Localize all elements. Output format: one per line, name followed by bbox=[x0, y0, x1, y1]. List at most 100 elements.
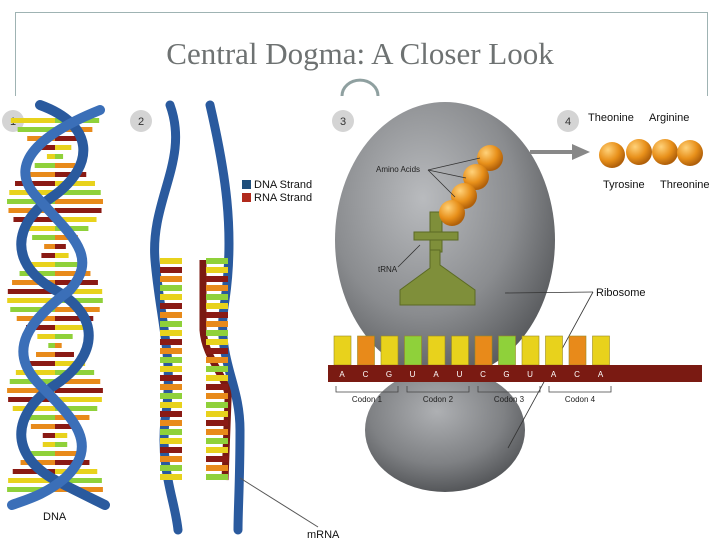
rna-base bbox=[206, 330, 228, 336]
base-pair-half bbox=[7, 487, 55, 492]
legend-swatch-dna bbox=[242, 180, 251, 189]
rna-base bbox=[206, 366, 228, 372]
amino-acid-name-threonine: Threonine bbox=[660, 179, 710, 191]
rna-base bbox=[206, 375, 228, 381]
frame-right-line bbox=[707, 12, 708, 96]
amino-acid-name-theonine: Theonine bbox=[588, 112, 634, 124]
dna-template-base bbox=[160, 456, 182, 462]
base-pair-half bbox=[42, 433, 55, 438]
panel-number-4: 4 bbox=[565, 116, 571, 128]
mrna-base-letter: U bbox=[527, 370, 533, 379]
amino-acids-pointer-lines bbox=[427, 157, 481, 198]
dna-template-base bbox=[160, 357, 182, 363]
rna-base bbox=[206, 303, 228, 309]
base-pair-half bbox=[26, 325, 55, 330]
rna-base bbox=[206, 447, 228, 453]
trna-pointer-line bbox=[397, 244, 421, 268]
codon-bracket bbox=[406, 386, 470, 393]
dna-template-base bbox=[160, 312, 182, 318]
strand-legend: DNA Strand RNA Strand bbox=[242, 179, 312, 204]
rna-base bbox=[206, 357, 228, 363]
base-pair-half bbox=[55, 406, 98, 411]
base-pair-half bbox=[55, 478, 102, 483]
base-pair-half bbox=[12, 469, 55, 474]
legend-label-rna: RNA Strand bbox=[254, 192, 312, 204]
dna-template-base bbox=[160, 384, 182, 390]
rna-base bbox=[206, 456, 228, 462]
panel-badge-2: 2 bbox=[130, 110, 152, 132]
codon-base-stick bbox=[474, 335, 493, 366]
rna-base bbox=[206, 411, 228, 417]
base-pair-half bbox=[55, 154, 64, 159]
transcription-bases bbox=[160, 258, 228, 480]
rna-base bbox=[206, 474, 228, 480]
base-pair-half bbox=[34, 163, 55, 168]
base-pair-half bbox=[7, 298, 55, 303]
dna-template-base bbox=[160, 258, 182, 264]
codon-base-stick bbox=[404, 335, 422, 366]
base-pair-half bbox=[21, 226, 55, 231]
dna-template-base bbox=[160, 375, 182, 381]
base-pair-half bbox=[30, 451, 55, 456]
base-pair-half bbox=[55, 298, 103, 303]
base-pair-half bbox=[55, 352, 74, 357]
mrna-base-letter: C bbox=[574, 370, 580, 379]
base-pair-half bbox=[55, 397, 102, 402]
codon-base-stick bbox=[521, 335, 540, 366]
base-pair-half bbox=[10, 307, 55, 312]
base-pair-half bbox=[55, 199, 103, 204]
codon-base-stick bbox=[451, 335, 469, 366]
dna-backbone-strand-a bbox=[16, 100, 110, 510]
rna-base bbox=[206, 384, 228, 390]
base-pair-half bbox=[24, 361, 55, 366]
dna-template-base bbox=[160, 366, 182, 372]
mrna-base-letter: A bbox=[339, 370, 345, 379]
legend-swatch-rna bbox=[242, 193, 251, 202]
base-pair-half bbox=[55, 145, 72, 150]
base-pair-half bbox=[48, 343, 55, 348]
dna-template-base bbox=[160, 294, 182, 300]
base-pair-half bbox=[55, 433, 68, 438]
base-pair-half bbox=[55, 379, 101, 384]
mrna-base-letter: C bbox=[480, 370, 486, 379]
base-pair-half bbox=[10, 118, 56, 123]
dna-template-base bbox=[160, 411, 182, 417]
codon-base-stick bbox=[427, 335, 446, 366]
base-pair-half bbox=[8, 478, 55, 483]
base-pair-half bbox=[55, 217, 97, 222]
codon-base-stick bbox=[545, 335, 563, 366]
base-pair-half bbox=[55, 325, 84, 330]
codon-base-stick bbox=[357, 335, 375, 366]
rna-base bbox=[206, 258, 228, 264]
panel-badge-4: 4 bbox=[557, 110, 579, 132]
dna-template-base bbox=[160, 330, 182, 336]
codon-base-sticks bbox=[333, 335, 610, 366]
rna-base bbox=[206, 429, 228, 435]
dna-template-base bbox=[160, 474, 182, 480]
base-pair-half bbox=[55, 208, 102, 213]
dna-template-base bbox=[160, 402, 182, 408]
base-pair-half bbox=[17, 127, 55, 132]
base-pair-half bbox=[36, 352, 55, 357]
amino-acid-chain bbox=[439, 145, 503, 226]
codon-base-stick bbox=[498, 335, 516, 366]
base-pair-half bbox=[55, 181, 95, 186]
amino-acids-label: Amino Acids bbox=[376, 165, 420, 174]
rna-base bbox=[206, 285, 228, 291]
mrna-base-letter: A bbox=[598, 370, 604, 379]
base-pair-half bbox=[20, 415, 55, 420]
panel-badge-3: 3 bbox=[332, 110, 354, 132]
mrna-base-letter: C bbox=[363, 370, 369, 379]
dna-backbone-strand-b bbox=[7, 105, 105, 510]
base-pair-half bbox=[55, 190, 101, 195]
codon-bracket bbox=[335, 386, 399, 393]
base-pair-half bbox=[55, 316, 94, 321]
rna-base bbox=[206, 321, 228, 327]
trna-molecule bbox=[399, 211, 476, 306]
rna-base bbox=[206, 267, 228, 273]
ribosome-small-subunit bbox=[365, 368, 525, 492]
base-pair-half bbox=[55, 361, 86, 366]
dna-template-base bbox=[160, 465, 182, 471]
